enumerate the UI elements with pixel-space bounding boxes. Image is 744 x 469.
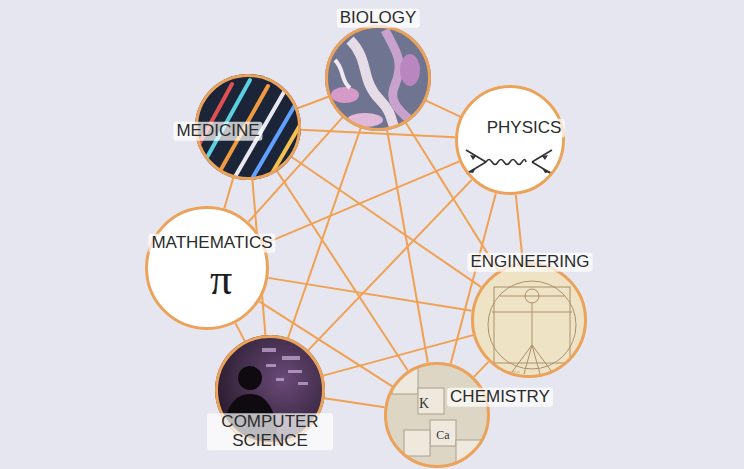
link-line <box>426 101 460 117</box>
field-label: BIOLOGY <box>337 9 420 28</box>
math-symbol: π <box>210 256 232 304</box>
field-label: CHEMISTRY <box>447 388 553 407</box>
field-label: COMPUTER SCIENCE <box>207 413 333 450</box>
physics-illustration <box>450 80 570 200</box>
engineering-illustration <box>465 255 595 385</box>
link-line <box>268 278 472 311</box>
discipline-circle: BIOLOGY <box>325 25 431 131</box>
discipline-circle: CHEMISTRY <box>384 362 490 468</box>
mathematics-illustration <box>140 200 275 335</box>
discipline-circle: MATHEMATICSπ <box>145 206 269 330</box>
discipline-circle: PHYSICS <box>455 85 565 195</box>
link-line <box>308 180 472 351</box>
link-line <box>298 97 329 109</box>
circle-outline <box>384 362 490 468</box>
circle-outline <box>325 25 431 131</box>
link-line <box>277 171 408 370</box>
field-label: ENGINEERING <box>467 253 592 272</box>
link-line <box>264 161 459 243</box>
link-line <box>474 362 489 377</box>
link-line <box>224 178 233 209</box>
link-line <box>235 323 244 341</box>
circle-outline <box>471 262 587 378</box>
circle-outline <box>455 85 565 195</box>
discipline-circle: ENGINEERING <box>471 262 587 378</box>
link-line <box>324 398 384 407</box>
chemistry-illustration <box>380 358 495 469</box>
field-label: MATHEMATICS <box>148 234 275 253</box>
biology-illustration <box>320 20 440 140</box>
discipline-circle: MEDICINE <box>195 74 301 180</box>
element-symbol: K <box>419 396 429 411</box>
field-label: MEDICINE <box>173 122 262 141</box>
field-label: PHYSICS <box>484 119 565 138</box>
element-symbol: Ca <box>436 429 449 442</box>
discipline-circle: COMPUTER SCIENCE <box>215 335 325 445</box>
circle-outline <box>145 206 269 330</box>
